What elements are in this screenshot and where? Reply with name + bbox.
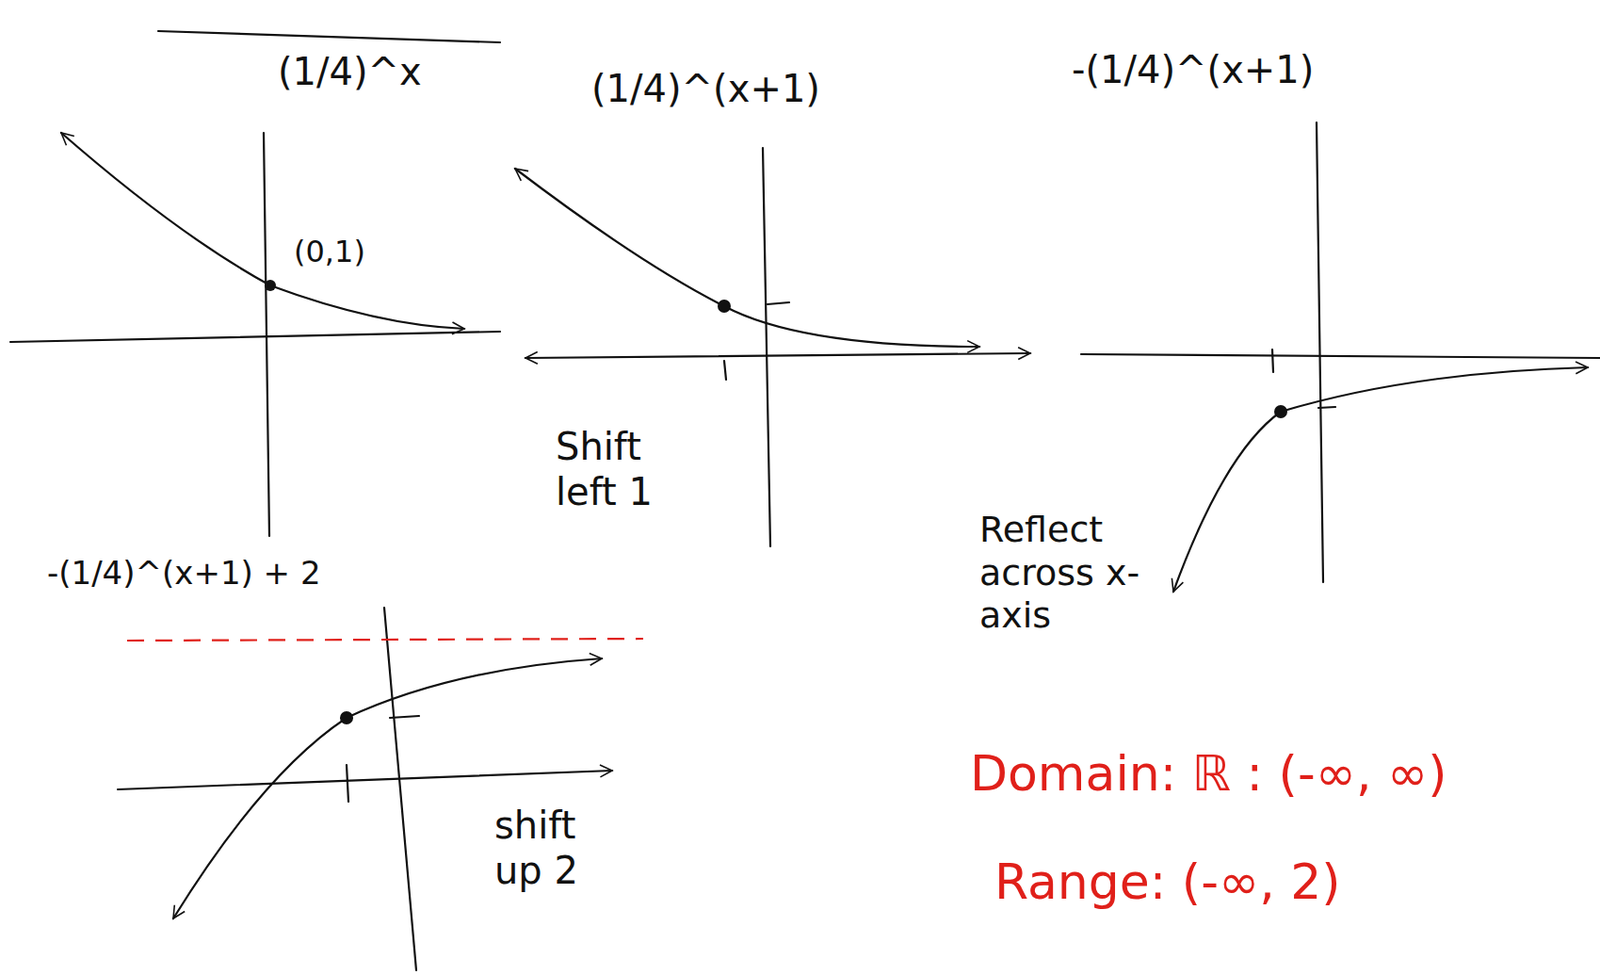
y-axis <box>384 607 417 970</box>
tick-mark <box>346 764 349 802</box>
function-formula: -(1/4)^(x+1) <box>1071 47 1314 93</box>
point-dot <box>717 299 731 313</box>
exponential-curve <box>1173 367 1588 592</box>
asymptote-line <box>127 638 644 641</box>
point-dot <box>264 279 276 291</box>
step-note: shift up 2 <box>494 802 617 893</box>
y-axis <box>1316 122 1324 582</box>
tick-mark <box>724 360 727 380</box>
tick-mark <box>767 302 790 305</box>
x-axis <box>117 770 613 790</box>
tick-mark <box>389 715 420 718</box>
function-formula: (1/4)^(x+1) <box>591 65 821 112</box>
range-note: Range: (-∞, 2) <box>994 852 1342 911</box>
domain-note: Domain: ℝ : (-∞, ∞) <box>969 743 1448 803</box>
point-dot <box>339 711 354 725</box>
function-formula: (1/4)^x <box>277 48 422 95</box>
step-note: Reflect across x-axis <box>979 508 1149 638</box>
tick-mark <box>1318 406 1336 408</box>
point-label: (0,1) <box>293 233 366 270</box>
y-axis <box>263 132 270 536</box>
exponential-curve <box>515 168 980 347</box>
y-axis <box>762 147 771 547</box>
point-dot <box>1274 404 1288 419</box>
rule-line <box>158 31 501 43</box>
tick-mark <box>1272 349 1274 372</box>
step-note: Shift left 1 <box>555 423 697 515</box>
function-formula: -(1/4)^(x+1) + 2 <box>47 553 322 593</box>
x-axis <box>525 353 1031 358</box>
x-axis <box>10 331 501 342</box>
exponential-curve <box>61 132 465 329</box>
x-axis <box>1081 354 1600 358</box>
